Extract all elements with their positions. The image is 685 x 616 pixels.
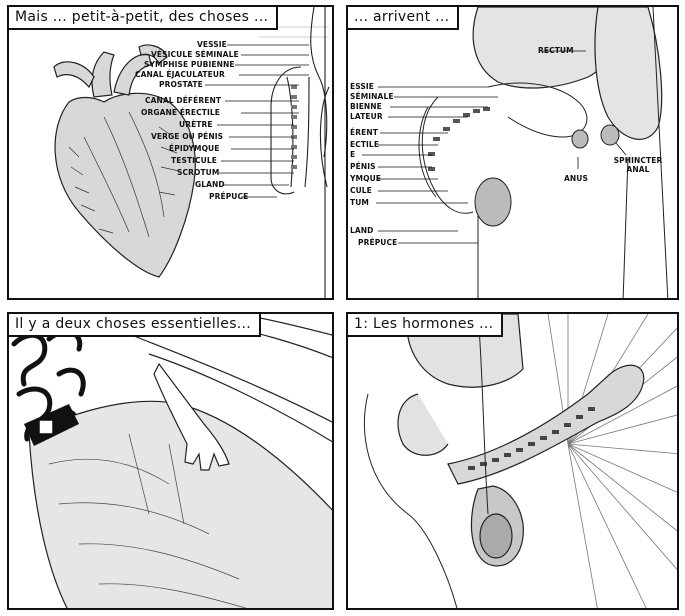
label-vessie-cropped: essie: [350, 82, 375, 91]
label-organe-erectile: Organe érectile: [141, 108, 220, 117]
label-gland-cropped: land: [350, 226, 374, 235]
label-erectile-cropped: ectile: [350, 140, 380, 149]
anatomy-drawing-erection-cross-section: [363, 314, 677, 608]
panel-caption: Mais ... petit-à-petit, des choses ...: [9, 7, 279, 30]
comic-panel-1: Mais ... petit-à-petit, des choses ... V…: [7, 5, 334, 300]
label-pubienne-cropped: bienne: [350, 102, 382, 111]
panel-caption: 1: Les hormones ...: [348, 314, 504, 337]
label-scrotum-cropped: tum: [350, 198, 369, 207]
label-canal-ejaculateur: Canal éjaculateur: [135, 70, 225, 79]
label-anus: Anus: [564, 174, 588, 183]
label-testicule-cropped: cule: [350, 186, 372, 195]
label-sphincter-anal: Sphincter anal: [613, 156, 663, 174]
anatomy-drawing-male-pelvis-cross-section: [362, 7, 669, 298]
label-uretre-cropped: e: [350, 150, 356, 159]
label-scrotum: Scrotum: [177, 168, 220, 177]
label-canal-deferent: Canal déférent: [145, 96, 222, 105]
comic-panel-4: 1: Les hormones ...: [346, 312, 679, 610]
label-symphise-pubienne: Symphise pubienne: [144, 60, 235, 69]
label-prostate: Prostate: [159, 80, 203, 89]
label-vessie: Vessie: [197, 40, 227, 49]
label-epidymque-cropped: ymque: [350, 174, 381, 183]
label-prepuce-cropped: Prépuce: [358, 238, 398, 247]
label-testicule: Testicule: [171, 156, 217, 165]
label-penis-cropped: pénis: [350, 162, 376, 171]
panel-caption: ... arrivent ...: [348, 7, 460, 30]
label-uretre: Urètre: [179, 120, 213, 129]
label-epidymque: Épidymque: [169, 144, 220, 153]
illustration-person-lying-on-sofa: [9, 314, 332, 608]
panel-caption: Il y a deux choses essentielles...: [9, 314, 262, 337]
comic-panel-2: ... arrivent ... Rectum Anus Sphincter a…: [346, 5, 679, 300]
label-ejaculateur-cropped: lateur: [350, 112, 383, 121]
label-rectum: Rectum: [538, 46, 574, 55]
anatomy-drawing-heart-and-male-organs: [53, 7, 330, 298]
label-seminale-cropped: séminale: [350, 92, 394, 101]
label-verge-ou-penis: Verge ou pénis: [151, 132, 224, 141]
label-deferent-cropped: érent: [350, 128, 378, 137]
label-gland: Gland: [195, 180, 225, 189]
comic-panel-3: Il y a deux choses essentielles...: [7, 312, 334, 610]
label-vesicule-seminale: Vésicule séminale: [151, 50, 239, 59]
label-prepuce: Prépuce: [209, 192, 249, 201]
